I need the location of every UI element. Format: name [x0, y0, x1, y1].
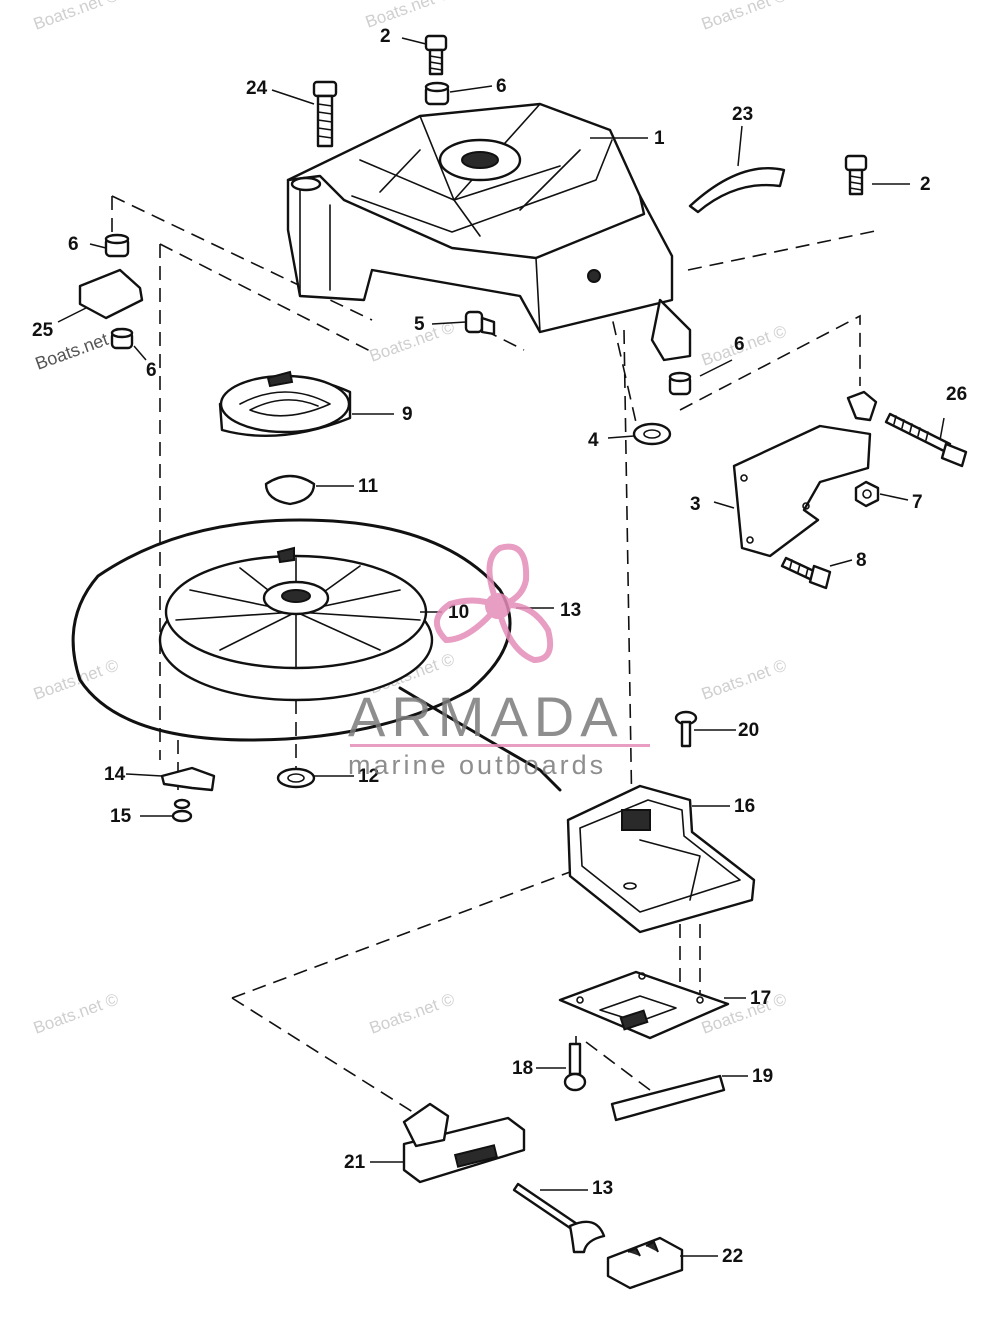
assembly-lines — [111, 195, 881, 1115]
watermark-site-10: Boats.net © — [367, 989, 458, 1037]
pulley-10 — [158, 546, 434, 702]
watermark-site-11: Boats.net © — [699, 989, 790, 1037]
leader-lines — [57, 37, 945, 1257]
callout-2-right: 2 — [920, 174, 931, 195]
fitting-5 — [464, 310, 496, 336]
washer-12 — [276, 767, 316, 789]
bolt-8 — [780, 556, 832, 590]
plate-17 — [558, 970, 730, 1040]
nut-7 — [854, 480, 880, 508]
watermark-site-2: Boats.net © — [363, 0, 454, 32]
callout-14: 14 — [104, 764, 126, 785]
watermark-site-9: Boats.net © — [31, 989, 122, 1037]
callout-18: 18 — [512, 1058, 533, 1079]
callout-21: 21 — [344, 1152, 366, 1173]
callout-20: 20 — [738, 720, 759, 741]
callout-10: 10 — [448, 602, 469, 623]
part-23-strip — [688, 167, 786, 214]
spring-cup-9 — [218, 370, 352, 437]
bolt-26 — [884, 412, 968, 468]
bolt-24 — [312, 80, 338, 148]
watermark-site-4: Boats.net © — [367, 317, 458, 365]
callout-4: 4 — [588, 430, 599, 451]
washer-4 — [632, 422, 672, 446]
strip-19 — [610, 1074, 726, 1122]
callout-16: 16 — [734, 796, 755, 817]
armada-brand-subtitle: marine outboards — [348, 750, 606, 780]
rope-guide-16 — [566, 784, 756, 934]
callout-6-lower-left: 6 — [146, 360, 157, 381]
callout-6-right: 6 — [734, 334, 745, 355]
bolt-parts — [171, 34, 968, 1092]
bushing-6-right — [668, 371, 692, 396]
watermark-site-3: Boats.net © — [699, 0, 790, 34]
callout-25: 25 — [32, 320, 54, 341]
callout-13-lower: 13 — [592, 1178, 613, 1199]
watermark-site-8: Boats.net © — [699, 655, 790, 703]
callout-7: 7 — [912, 492, 923, 513]
rope-end-13 — [512, 1182, 606, 1254]
pawl-14 — [160, 766, 216, 792]
callout-3: 3 — [690, 494, 701, 515]
watermark-site-1: Boats.net © — [31, 0, 122, 34]
callout-1: 1 — [654, 128, 665, 149]
callout-5: 5 — [414, 314, 425, 335]
cap-11 — [264, 474, 316, 506]
rope-13 — [71, 518, 562, 792]
callout-13-upper: 13 — [560, 600, 581, 621]
callout-23: 23 — [732, 104, 753, 125]
clip-25 — [78, 268, 144, 320]
callout-2-top: 2 — [380, 26, 391, 47]
screw-18 — [563, 1042, 587, 1092]
starter-housing — [286, 102, 692, 362]
callout-17: 17 — [750, 988, 771, 1009]
callout-numbers: 2 24 6 1 23 2 6 25 6 5 6 9 4 26 11 3 7 8… — [32, 26, 967, 1267]
callout-11: 11 — [358, 476, 379, 497]
callout-12: 12 — [358, 766, 379, 787]
screw-20 — [674, 710, 698, 748]
callout-19: 19 — [752, 1066, 773, 1087]
callout-15: 15 — [110, 806, 132, 827]
bushing-6-left — [104, 233, 130, 258]
bolt-2-right — [844, 154, 868, 196]
callout-6-top: 6 — [496, 76, 507, 97]
armada-watermark: ARMADA marine outboards — [348, 543, 650, 780]
block-22 — [606, 1236, 684, 1290]
bolt-2-top — [424, 34, 448, 76]
nut-parts — [104, 81, 880, 508]
callout-22: 22 — [722, 1246, 743, 1267]
callout-9: 9 — [402, 404, 413, 425]
armada-brand-name: ARMADA — [348, 685, 624, 748]
screw-15 — [171, 798, 193, 823]
bushing-6-lower-left — [110, 327, 134, 350]
callout-26: 26 — [946, 384, 967, 405]
bracket-3 — [732, 390, 878, 558]
armada-propeller-logo — [434, 543, 554, 664]
callout-24: 24 — [246, 78, 268, 99]
bushing-6-top — [424, 81, 450, 106]
armada-brand-rule — [350, 744, 650, 747]
callout-6-left: 6 — [68, 234, 79, 255]
callout-8: 8 — [856, 550, 867, 571]
handle-21 — [402, 1102, 526, 1184]
